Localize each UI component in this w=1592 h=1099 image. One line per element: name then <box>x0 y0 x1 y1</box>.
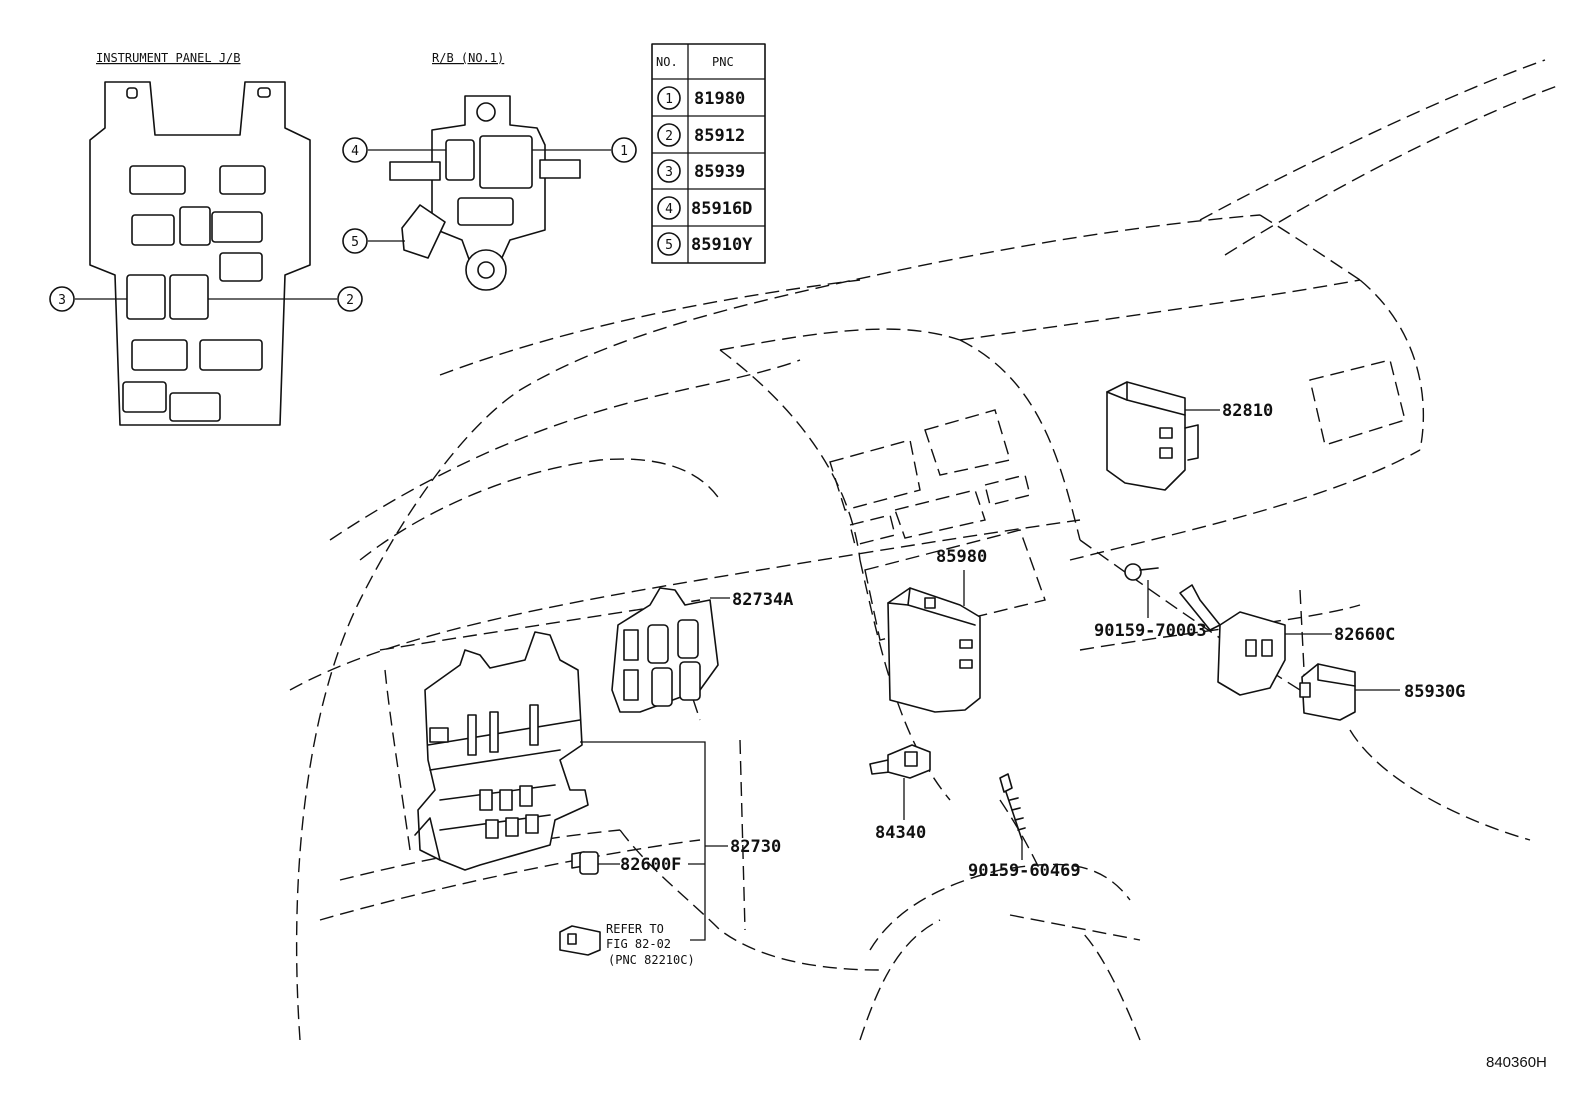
rb-no1-inset: R/B (NO.1) 4 1 5 <box>342 51 637 291</box>
refer-note-line2: FIG 82-02 <box>606 937 671 951</box>
table-row-pnc: 85916D <box>691 199 752 219</box>
refer-note-line1: REFER TO <box>606 922 664 936</box>
callout-4: 4 <box>351 144 359 159</box>
module-82810: 82810 <box>1106 381 1273 491</box>
label-82810: 82810 <box>1222 401 1273 421</box>
table-header-pnc: PNC <box>712 55 734 69</box>
label-82734a: 82734A <box>732 590 793 610</box>
switch-82660c: 82660C <box>1179 584 1395 696</box>
table-row-no: 4 <box>665 202 673 217</box>
table-row-no: 5 <box>665 238 673 253</box>
label-85980: 85980 <box>936 547 987 567</box>
dashboard-outline <box>289 59 1561 1041</box>
table-row-pnc: 85912 <box>694 126 745 146</box>
label-90159-60469: 90159-60469 <box>968 861 1081 881</box>
table-row-pnc: 85910Y <box>691 235 753 255</box>
label-82730: 82730 <box>730 837 781 857</box>
table-row-pnc: 81980 <box>694 89 745 109</box>
refer-note: REFER TO FIG 82-02 (PNC 82210C) <box>559 922 695 967</box>
junction-block-82730 <box>414 631 589 871</box>
switch-84340: 84340 <box>869 744 931 843</box>
instrument-panel-jb-title: INSTRUMENT PANEL J/B <box>96 51 241 65</box>
callout-5: 5 <box>351 235 359 250</box>
callout-1: 1 <box>620 144 628 159</box>
bolt-90159-70003: 90159-70003 <box>1094 563 1207 641</box>
label-90159-70003: 90159-70003 <box>1094 621 1207 641</box>
table-row-pnc: 85939 <box>694 162 745 182</box>
relay-block-82734a <box>611 587 719 713</box>
table-row-no: 3 <box>665 165 673 180</box>
instrument-panel-jb-inset: INSTRUMENT PANEL J/B 3 2 <box>49 51 363 426</box>
callout-2: 2 <box>346 293 354 308</box>
label-82660c: 82660C <box>1334 625 1395 645</box>
fuse-82600f <box>571 851 599 875</box>
module-85980: 85980 <box>887 547 987 713</box>
refer-note-line3: (PNC 82210C) <box>608 953 695 967</box>
table-header-no: NO. <box>656 55 678 69</box>
pnc-table: NO. PNC 1 81980 2 85912 3 85939 4 85916D… <box>651 43 766 264</box>
table-row-no: 1 <box>665 92 673 107</box>
screw-90159-60469: 90159-60469 <box>968 773 1081 881</box>
figure-code: 840360H <box>1486 1054 1547 1071</box>
relay-85930g: 85930G <box>1299 663 1465 721</box>
callout-3: 3 <box>58 293 66 308</box>
label-84340: 84340 <box>875 823 926 843</box>
table-row-no: 2 <box>665 129 673 144</box>
label-82600f: 82600F <box>620 855 681 875</box>
label-85930g: 85930G <box>1404 682 1465 702</box>
rb-no1-title: R/B (NO.1) <box>432 51 504 65</box>
